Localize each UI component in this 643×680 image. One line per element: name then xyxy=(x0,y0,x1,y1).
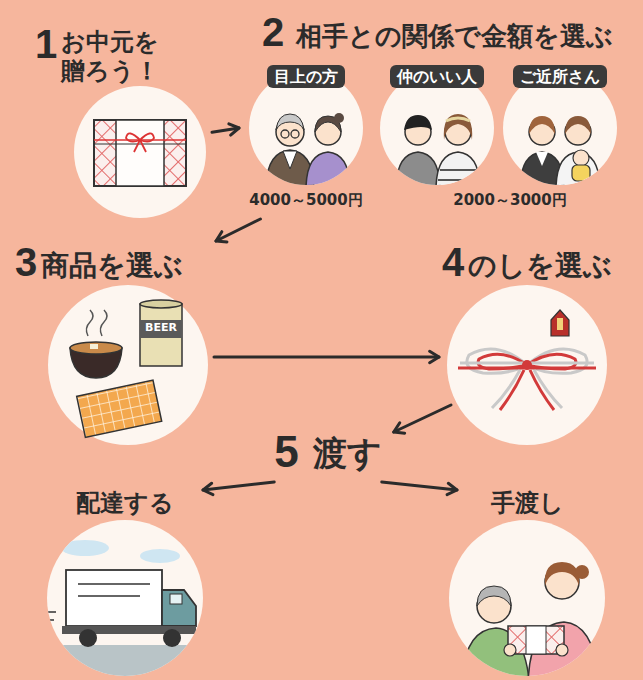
handover-circle: 手渡し xyxy=(449,520,605,676)
step-heading: 1お中元を 贈ろう！ xyxy=(35,24,172,86)
circle-heading: 手渡し xyxy=(491,489,564,518)
people-illustration xyxy=(249,71,617,190)
band-label: 仲のいい人 xyxy=(390,65,484,88)
band-label: 目上の方 xyxy=(267,65,345,88)
band-label: ご近所さん xyxy=(513,65,607,88)
arrow-head xyxy=(203,483,213,494)
flow-arrow xyxy=(382,482,457,495)
arrow-head xyxy=(229,124,239,135)
arrow-line xyxy=(216,219,260,241)
step-number: 2 xyxy=(262,12,284,52)
arrow-head xyxy=(430,351,439,362)
arrow-line xyxy=(382,482,457,490)
arrow-line xyxy=(214,356,439,359)
price-text: 2000～3000円 xyxy=(453,191,567,209)
truck-illustration xyxy=(40,520,210,680)
goods-step: 3商品を選ぶ xyxy=(48,285,208,445)
noshi-step: 4のしを選ぶ xyxy=(447,285,607,445)
step-title: 商品を選ぶ xyxy=(41,242,183,283)
arrow-line xyxy=(203,482,274,490)
arrow-head xyxy=(216,232,227,242)
arrow-head xyxy=(394,423,405,433)
flow-arrow xyxy=(394,405,451,433)
delivery-circle: 配達する xyxy=(47,520,203,676)
goods-illustration xyxy=(48,285,208,445)
gift-illustration xyxy=(74,86,206,218)
gift-step: 1お中元を 贈ろう！ xyxy=(74,86,206,218)
step-heading: 3商品を選ぶ xyxy=(15,242,183,283)
circle-heading: 配達する xyxy=(76,489,174,518)
step-title: 渡す xyxy=(313,433,382,474)
relation-circle: 仲のいい人 xyxy=(380,71,494,185)
can-label: BEER xyxy=(145,321,177,334)
flow-arrow xyxy=(203,482,274,495)
arrow-head xyxy=(447,483,457,494)
step-number: 3 xyxy=(15,242,37,282)
step-number: 4 xyxy=(442,242,464,282)
flow-arrow xyxy=(216,219,260,242)
flow-arrow xyxy=(212,124,239,135)
step-title: のしを選ぶ xyxy=(468,242,612,283)
noshi-illustration xyxy=(447,285,607,445)
step-number: 1 xyxy=(35,24,57,64)
arrow-line xyxy=(394,405,451,432)
handover-illustration xyxy=(449,520,605,680)
price-text: 4000～5000円 xyxy=(249,191,363,209)
step-title: 相手との関係で金額を選ぶ xyxy=(296,21,613,52)
flow-arrow xyxy=(214,351,439,362)
step-title: お中元を 贈ろう！ xyxy=(61,24,171,86)
relation-circle: ご近所さん xyxy=(503,71,617,185)
relation-circle: 目上の方4000～5000円 xyxy=(249,71,363,185)
step-heading: 4のしを選ぶ xyxy=(442,242,612,283)
step-number: 5 xyxy=(274,430,298,474)
hand-over-step: 5 渡す xyxy=(268,428,387,476)
